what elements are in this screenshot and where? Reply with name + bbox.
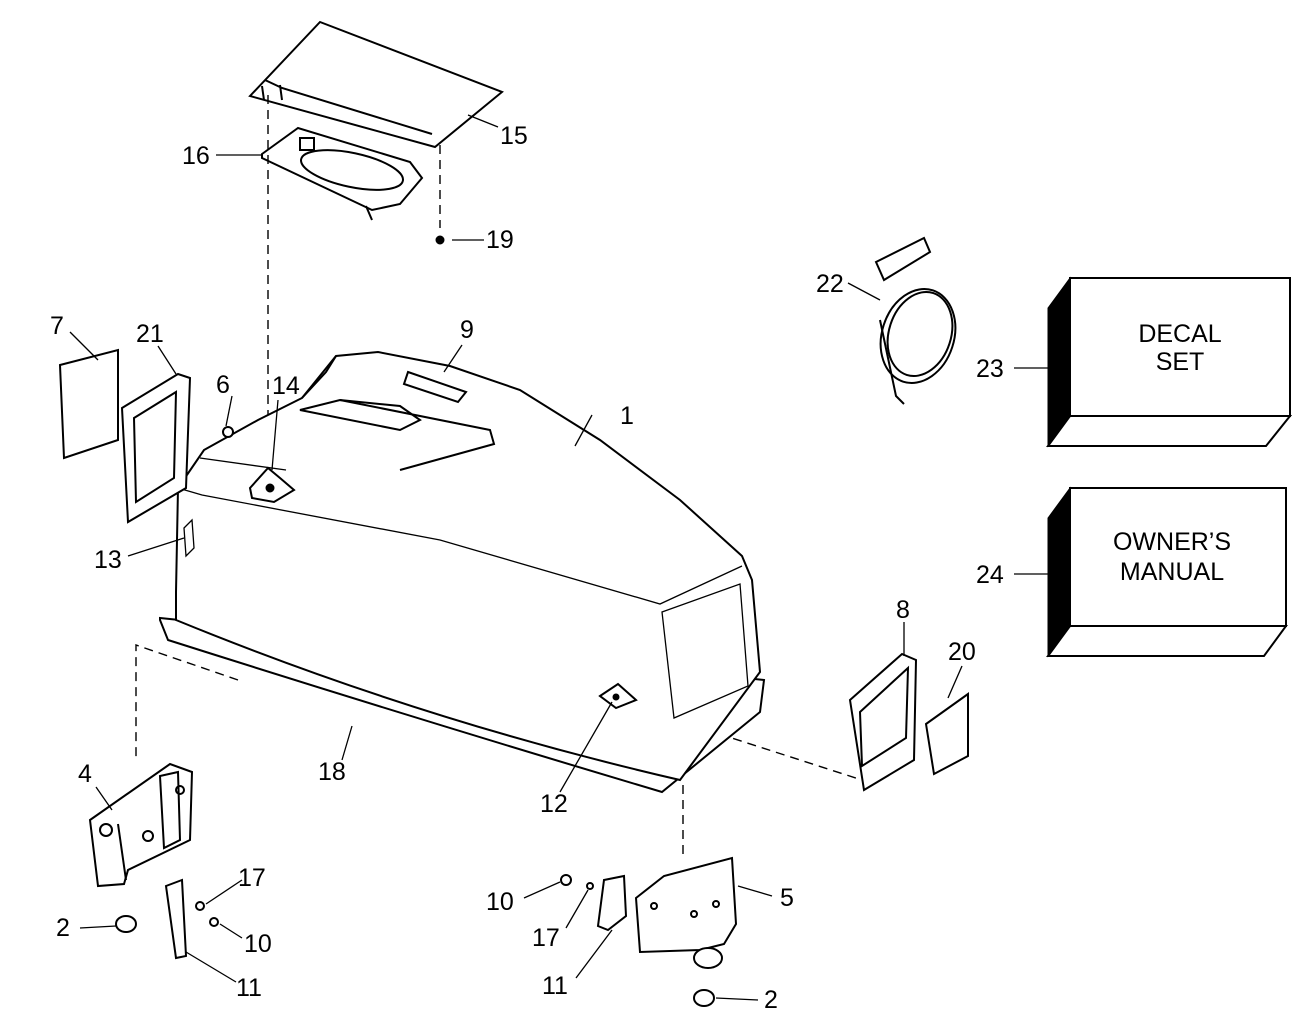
callout-15: 15 [500, 122, 528, 150]
callout-7: 7 [50, 312, 64, 340]
part-20-decal [924, 692, 969, 776]
callout-labels: 1 2 2 4 5 6 7 8 9 10 10 11 11 12 13 14 1… [50, 122, 1004, 1014]
callout-6: 6 [216, 371, 230, 399]
decal-set-line2: SET [1156, 348, 1205, 376]
part-8-side-panel [848, 652, 918, 792]
part-16-grille-frame [261, 126, 424, 221]
callout-13: 13 [94, 546, 122, 574]
callout-14: 14 [272, 372, 300, 400]
callout-17-left: 17 [238, 864, 266, 892]
callout-10-left: 10 [244, 930, 272, 958]
callout-21: 21 [136, 320, 164, 348]
leader-lines [69, 114, 1048, 1001]
callout-8: 8 [896, 596, 910, 624]
part-1-engine-cover [159, 350, 766, 794]
callout-1: 1 [620, 402, 634, 430]
part-24-owners-manual-box [1046, 486, 1288, 658]
part-22-lanyard-cord [874, 236, 957, 405]
callout-18: 18 [318, 758, 346, 786]
callout-19: 19 [486, 226, 514, 254]
part-4-mount-bracket [88, 762, 194, 933]
small-hardware [195, 235, 594, 927]
callout-17-right: 17 [532, 924, 560, 952]
box-labels: DECAL SET OWNER’S MANUAL [1113, 320, 1231, 586]
part-5-mount-bracket [634, 856, 738, 1007]
part-21-side-panel [120, 372, 192, 524]
callout-2-left: 2 [56, 914, 70, 942]
callout-11-right: 11 [542, 972, 568, 1000]
part-7-decal [58, 348, 119, 460]
part-23-decal-set-box [1046, 276, 1292, 448]
part-15-top-cover [248, 20, 504, 149]
callout-22: 22 [816, 270, 844, 298]
owners-manual-line2: MANUAL [1120, 558, 1224, 586]
part-11-bracket-right [596, 874, 628, 932]
callout-4: 4 [78, 760, 92, 788]
callout-23: 23 [976, 355, 1004, 383]
callout-5: 5 [780, 884, 794, 912]
callout-24: 24 [976, 561, 1004, 589]
callout-11-left: 11 [236, 974, 262, 1002]
callout-12: 12 [540, 790, 568, 818]
callout-10-right: 10 [486, 888, 514, 916]
decal-set-line1: DECAL [1138, 320, 1221, 348]
callout-20: 20 [948, 638, 976, 666]
callout-2-right: 2 [764, 986, 778, 1014]
owners-manual-line1: OWNER’S [1113, 528, 1231, 556]
part-11-bracket-left [164, 878, 188, 960]
part-6-plug [222, 426, 234, 438]
callout-9: 9 [460, 316, 474, 344]
callout-16: 16 [182, 142, 210, 170]
